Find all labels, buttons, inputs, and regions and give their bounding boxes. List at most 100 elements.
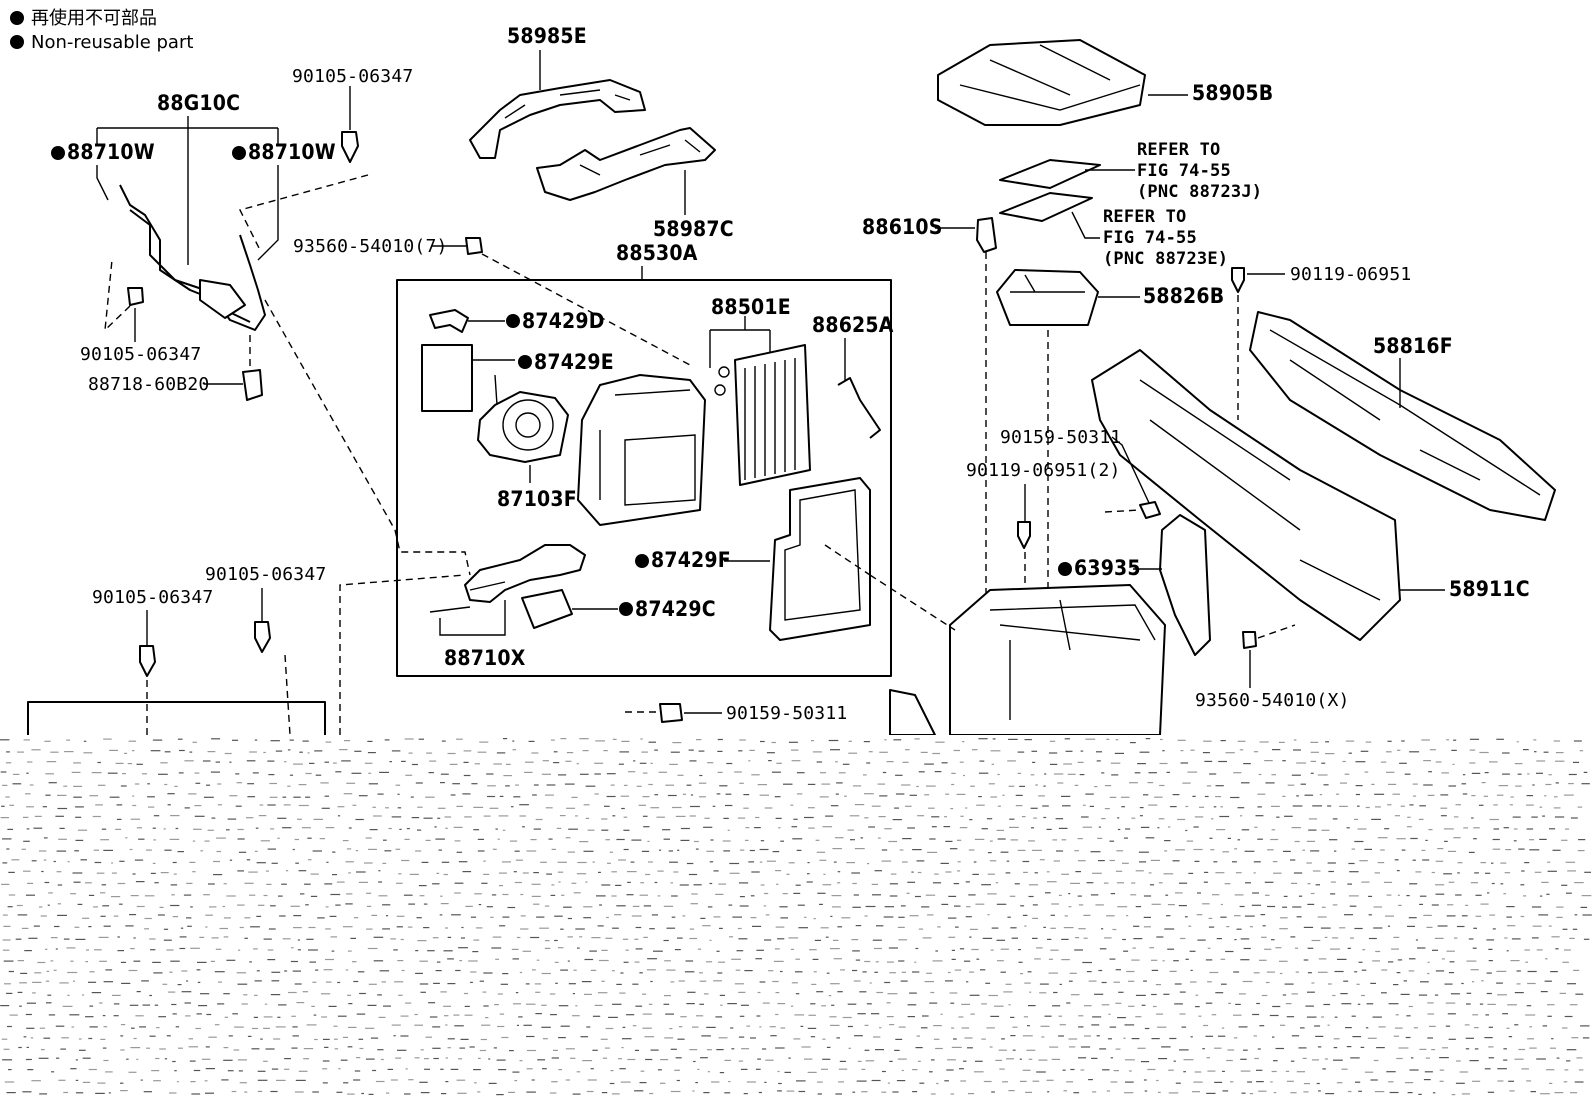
refer-pad-lower-drawing bbox=[999, 192, 1093, 222]
non-reusable-87429e-icon bbox=[518, 355, 532, 369]
clip-88610s-drawing bbox=[976, 217, 997, 253]
blower-motor-87103f-drawing bbox=[477, 374, 569, 463]
non-reusable-63935-icon bbox=[1058, 562, 1072, 576]
harness-88g10c-drawing bbox=[119, 184, 266, 331]
tray-58826b-drawing bbox=[996, 269, 1099, 326]
svg-text:(PNC 88723J): (PNC 88723J) bbox=[1137, 182, 1262, 202]
dashed-guide-93560-x bbox=[1257, 624, 1296, 639]
callout-87429D: 87429D bbox=[522, 309, 605, 333]
callout-58985E: 58985E bbox=[507, 24, 587, 48]
sensor-88625a-drawing bbox=[837, 377, 881, 439]
callout-88710W-right: 88710W bbox=[248, 140, 336, 164]
dashed-guide-90105-lowright bbox=[284, 654, 291, 736]
screw-90159-bottom-drawing bbox=[659, 703, 683, 723]
bolt-90105-lowright-drawing bbox=[254, 621, 271, 653]
callout-88718: 88718-60B20 bbox=[88, 374, 209, 395]
refer-note-1: REFER TO FIG 74-55 (PNC 88723J) bbox=[1137, 140, 1262, 202]
seal-87429d-drawing bbox=[429, 309, 469, 333]
refer-pad-upper-drawing bbox=[999, 159, 1101, 189]
dashed-guide-harness bbox=[264, 299, 471, 576]
legend-japanese: 再使用不可部品 bbox=[31, 8, 157, 29]
bolt-90105-top-drawing bbox=[341, 131, 359, 163]
non-reusable-88710w-right-icon bbox=[232, 146, 246, 160]
side-panel-58911c-drawing bbox=[1091, 349, 1401, 641]
callout-88530A: 88530A bbox=[616, 241, 698, 265]
non-reusable-87429d-icon bbox=[506, 314, 520, 328]
svg-text:FIG 74-55: FIG 74-55 bbox=[1137, 161, 1231, 181]
callout-88501E: 88501E bbox=[711, 295, 791, 319]
dashed-guide-lower-left bbox=[339, 574, 466, 735]
screw-90159-right-drawing bbox=[1139, 501, 1161, 519]
bracket-58987c-drawing bbox=[536, 127, 716, 201]
legend-english: Non-reusable part bbox=[31, 32, 193, 53]
callout-87103F: 87103F bbox=[497, 487, 577, 511]
cover-63935-drawing bbox=[1159, 514, 1211, 656]
svg-text:REFER TO: REFER TO bbox=[1103, 207, 1186, 227]
leader-88710w-left bbox=[96, 165, 109, 201]
leader-90159-right bbox=[1111, 436, 1151, 506]
console-box-drawing bbox=[889, 584, 1166, 736]
seal-87429f-drawing bbox=[769, 477, 871, 641]
callout-90119-top: 90119-06951 bbox=[1290, 264, 1411, 285]
lower-assembly-frame bbox=[27, 701, 326, 735]
callout-63935: 63935 bbox=[1074, 556, 1141, 580]
dashed-guide-console bbox=[869, 574, 956, 631]
bolt-90119-2-drawing bbox=[1017, 521, 1031, 549]
callout-87429E: 87429E bbox=[534, 350, 614, 374]
non-reusable-87429c-icon bbox=[619, 602, 633, 616]
non-reusable-87429f-icon bbox=[635, 554, 649, 568]
screw-93560-x-drawing bbox=[1242, 631, 1257, 649]
bolt-90119-drawing bbox=[1231, 267, 1245, 293]
leader-88710w-right bbox=[257, 165, 279, 261]
screw-93560-7-drawing bbox=[465, 237, 483, 255]
callout-58911C: 58911C bbox=[1449, 577, 1530, 601]
non-reusable-bullet-icon bbox=[10, 11, 24, 25]
callout-58826B: 58826B bbox=[1143, 284, 1224, 308]
console-lid-58905b-drawing bbox=[937, 39, 1146, 126]
callout-88625A: 88625A bbox=[812, 313, 894, 337]
bolt-90105-mid-drawing bbox=[127, 287, 144, 306]
refer-note-2: REFER TO FIG 74-55 (PNC 88723E) bbox=[1103, 207, 1228, 269]
svg-text:FIG 74-55: FIG 74-55 bbox=[1103, 228, 1197, 248]
dashed-guide-90159-right bbox=[1104, 509, 1141, 513]
callout-90105-lowleft: 90105-06347 bbox=[92, 587, 213, 608]
callout-90159-bottom: 90159-50311 bbox=[726, 703, 847, 724]
callout-88710X: 88710X bbox=[444, 646, 526, 670]
callout-88G10C: 88G10C bbox=[157, 91, 240, 115]
callout-93560-X: 93560-54010(X) bbox=[1195, 690, 1350, 711]
legend: 再使用不可部品 Non-reusable part bbox=[10, 8, 193, 53]
leader-88710x bbox=[439, 600, 506, 636]
svg-text:REFER TO: REFER TO bbox=[1137, 140, 1220, 160]
callout-58905B: 58905B bbox=[1192, 81, 1273, 105]
callout-90119-2: 90119-06951(2) bbox=[966, 460, 1121, 481]
callout-58987C: 58987C bbox=[653, 217, 734, 241]
callout-87429F: 87429F bbox=[651, 548, 731, 572]
bracket-58985e-drawing bbox=[469, 79, 646, 159]
harness-88710x-drawing bbox=[429, 544, 586, 613]
callout-88710W-left: 88710W bbox=[67, 140, 155, 164]
clip-88718-drawing bbox=[242, 369, 263, 401]
dashed-guide-90105-mid bbox=[104, 259, 131, 332]
dashed-guide-90105-top bbox=[238, 174, 369, 251]
callout-87429C: 87429C bbox=[635, 597, 716, 621]
dashed-guide-93560-7 bbox=[481, 253, 691, 366]
callout-88610S: 88610S bbox=[862, 215, 943, 239]
assembly-box-88530a bbox=[396, 279, 892, 677]
bolt-90105-lowleft-drawing bbox=[139, 645, 156, 677]
callout-90159-right: 90159-50311 bbox=[1000, 427, 1121, 448]
panel-58816f-drawing bbox=[1249, 311, 1556, 521]
callout-90105-top: 90105-06347 bbox=[292, 66, 413, 87]
seal-87429c-drawing bbox=[521, 589, 573, 629]
noise-speckle-pattern bbox=[0, 738, 1592, 1096]
callout-90105-mid: 90105-06347 bbox=[80, 344, 201, 365]
cropped-lower-region bbox=[0, 735, 1592, 1099]
leader-refer-2 bbox=[1071, 211, 1100, 239]
leader-88g10c bbox=[96, 116, 279, 265]
dashed-guide-87429f bbox=[824, 544, 871, 576]
evaporator-88501e-drawing bbox=[714, 344, 811, 486]
callout-93560-7: 93560-54010(7) bbox=[293, 236, 448, 257]
callout-90105-lowright: 90105-06347 bbox=[205, 564, 326, 585]
seal-87429e-drawing bbox=[421, 344, 473, 412]
